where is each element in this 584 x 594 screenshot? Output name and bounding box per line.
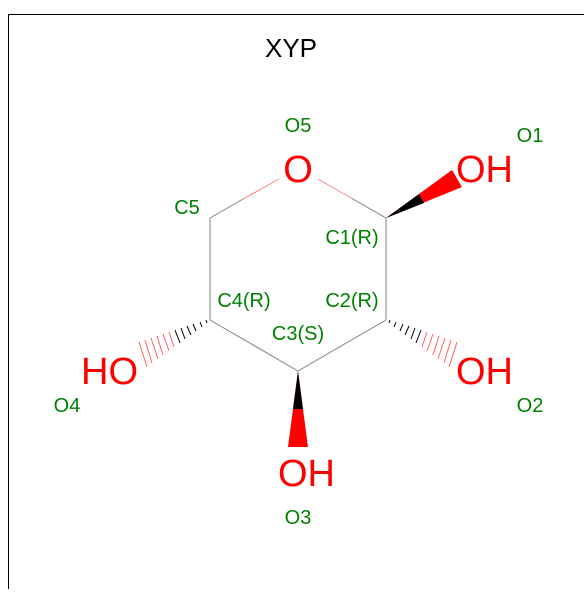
bond-c5-o5-red <box>244 179 279 199</box>
label-o5: O5 <box>285 115 312 137</box>
atom-o4: HO <box>81 351 138 393</box>
canvas-border <box>9 15 584 590</box>
hashed-bond-c4-o4 <box>139 320 207 367</box>
atom-o1: OH <box>456 149 513 191</box>
label-o1: O1 <box>517 125 544 147</box>
atom-o3: OH <box>278 453 335 495</box>
label-c1: C1(R) <box>325 227 378 249</box>
hashed-bond-c2-o2 <box>389 320 457 367</box>
label-o4: O4 <box>54 395 81 417</box>
wedge-bond-c1-o1-dark <box>386 194 424 218</box>
label-c3: C3(S) <box>272 323 324 345</box>
label-c4: C4(R) <box>217 290 270 312</box>
bond-o5-c1-red <box>318 179 352 199</box>
atom-o5: O <box>283 149 313 191</box>
label-c2: C2(R) <box>325 290 378 312</box>
label-o3: O3 <box>285 507 312 529</box>
label-o2: O2 <box>517 395 544 417</box>
molecule-title: XYP <box>265 33 317 63</box>
atom-o2: OH <box>456 351 513 393</box>
label-c5: C5 <box>174 197 200 219</box>
wedge-bond-c3-o3-dark <box>293 371 303 409</box>
bond-c5-o5 <box>210 199 244 219</box>
bond-o5-c1 <box>352 199 386 219</box>
